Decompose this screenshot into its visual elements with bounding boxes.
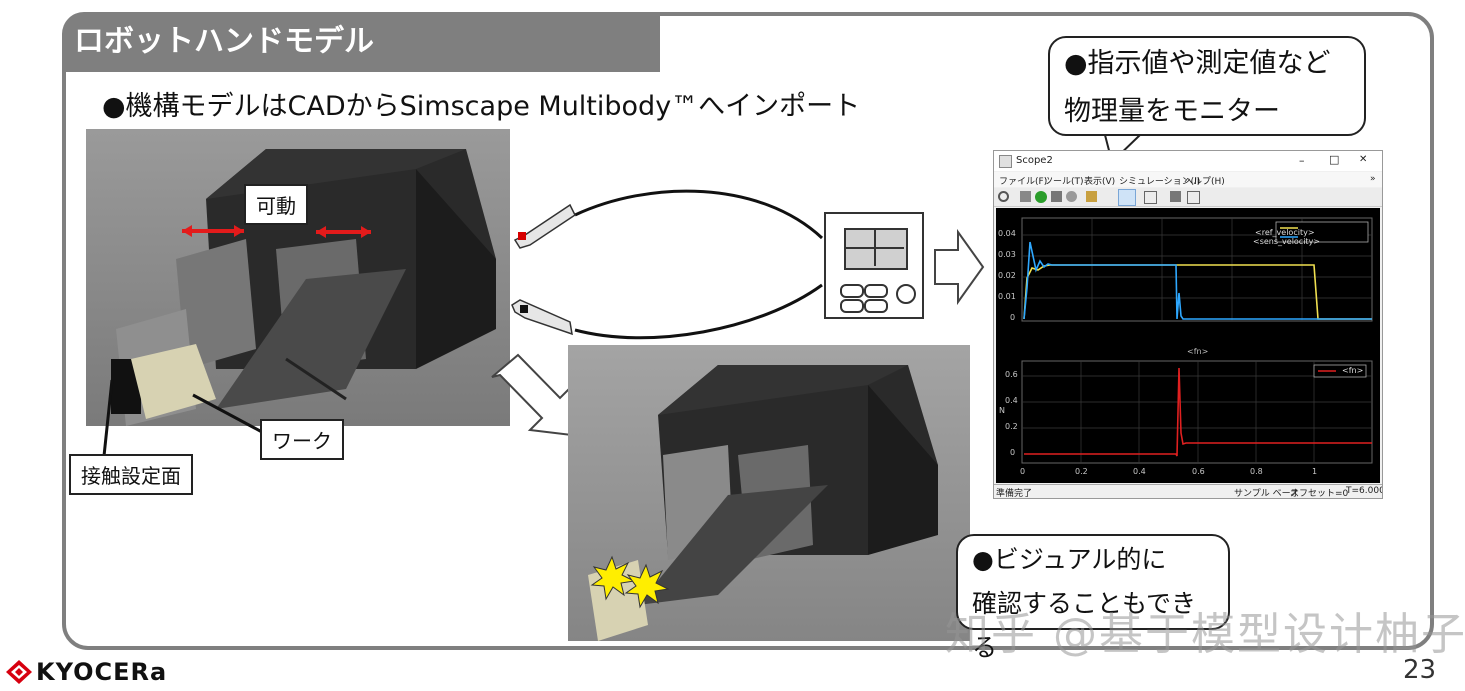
bottom-ytick: 0.4	[1005, 396, 1018, 405]
visual-bubble-line2: 確認することもできる	[972, 589, 1197, 662]
close-button[interactable]: ✕	[1359, 154, 1368, 165]
scope-toolbar	[994, 188, 1382, 207]
bottom-ytick: 0.2	[1005, 422, 1018, 431]
bottom-xtick: 0.4	[1133, 467, 1146, 476]
bottom-xtick: 0.8	[1250, 467, 1263, 476]
bottom-ylabel: N	[999, 406, 1005, 415]
kyocera-logo: KYOCERa	[6, 658, 167, 686]
status-ready: 準備完了	[996, 489, 1033, 499]
step-forward-icon[interactable]	[1051, 191, 1062, 202]
visual-bubble: ●ビジュアル的に 確認することもできる	[956, 534, 1230, 662]
kyocera-logo-text: KYOCERa	[36, 658, 168, 686]
bottom-plot-title: <fn>	[1187, 347, 1209, 356]
visual-bubble-line1: ●ビジュアル的に	[972, 545, 1167, 574]
top-ytick: 0	[1010, 313, 1016, 322]
kyocera-mark-icon	[6, 660, 32, 684]
edit-icon[interactable]	[1187, 191, 1200, 204]
scope-plot-area: <ref_velocity> <sens_velocity> 0.04 0.03…	[996, 208, 1380, 483]
movable-label: 可動	[244, 184, 308, 225]
step-back-icon[interactable]	[1020, 191, 1031, 202]
top-ytick: 0.01	[998, 292, 1016, 301]
scope-menubar: ファイル(F) ツール(T) 表示(V) シミュレーション(I) ヘルプ(H) …	[994, 172, 1382, 187]
maximize-button[interactable]: □	[1329, 153, 1340, 166]
legend-fn: <fn>	[1342, 366, 1364, 375]
bullet-text: ●機構モデルはCADからSimscape Multibody™へインポート	[102, 91, 861, 122]
scope-window-title: Scope2	[1016, 155, 1053, 166]
bottom-xtick: 0.6	[1192, 467, 1205, 476]
highlight-icon[interactable]	[1086, 191, 1097, 202]
status-sample-based: サンプル ベース	[1234, 489, 1300, 499]
page-number: 23	[1403, 655, 1437, 685]
status-offset: オフセット=0	[1290, 489, 1349, 499]
menu-tools[interactable]: ツール(T)	[1044, 177, 1084, 187]
top-ytick: 0.02	[998, 271, 1016, 280]
minimize-button[interactable]: –	[1299, 154, 1305, 167]
probe-lower	[511, 299, 573, 336]
bottom-xtick: 0.2	[1075, 467, 1088, 476]
monitor-bubble: ●指示値や測定値など 物理量をモニター	[1048, 36, 1366, 136]
top-ytick: 0.03	[998, 250, 1016, 259]
bottom-ytick: 0.6	[1005, 370, 1018, 379]
zoom-icon[interactable]	[1118, 189, 1136, 206]
work-label: ワーク	[260, 419, 344, 460]
slide-frame	[62, 12, 1434, 650]
bottom-ytick: 0	[1010, 448, 1016, 457]
bottom-xtick: 0	[1020, 467, 1026, 476]
slide-title: ロボットハンドモデル	[62, 12, 660, 72]
contact-surface-label: 接触設定面	[69, 454, 193, 495]
stop-icon[interactable]	[1066, 191, 1077, 202]
probe-upper	[513, 203, 576, 249]
settings-icon[interactable]	[998, 191, 1009, 202]
legend-sens-velocity: <sens_velocity>	[1253, 237, 1320, 246]
scope-window: Scope2 – □ ✕ ファイル(F) ツール(T) 表示(V) シミュレーシ…	[993, 150, 1383, 499]
scope-statusbar: 準備完了 サンプル ベース オフセット=0 T=6.000	[994, 484, 1383, 499]
monitor-bubble-line1: ●指示値や測定値など	[1064, 48, 1331, 79]
menu-file[interactable]: ファイル(F)	[999, 177, 1048, 187]
menu-help[interactable]: ヘルプ(H)	[1184, 177, 1225, 187]
run-icon[interactable]	[1035, 191, 1047, 203]
cursor-icon[interactable]	[1170, 191, 1181, 202]
menu-simulation[interactable]: シミュレーション(I)	[1119, 177, 1201, 187]
legend-ref-velocity: <ref_velocity>	[1255, 228, 1315, 237]
oscilloscope-icon	[824, 212, 924, 319]
top-ytick: 0.04	[998, 229, 1016, 238]
robot-hand-contact-image	[568, 345, 970, 641]
monitor-bubble-line2: 物理量をモニター	[1064, 96, 1280, 127]
autoscale-icon[interactable]	[1144, 191, 1157, 204]
menu-overflow-chevron[interactable]: »	[1370, 174, 1376, 184]
bottom-xtick: 1	[1312, 467, 1318, 476]
status-time: T=6.000	[1346, 486, 1383, 496]
scope-app-icon	[999, 155, 1012, 168]
menu-view[interactable]: 表示(V)	[1084, 177, 1116, 187]
watermark: 知乎 @基于模型设计柚子	[945, 609, 1465, 660]
scope-titlebar: Scope2 – □ ✕	[994, 151, 1382, 171]
